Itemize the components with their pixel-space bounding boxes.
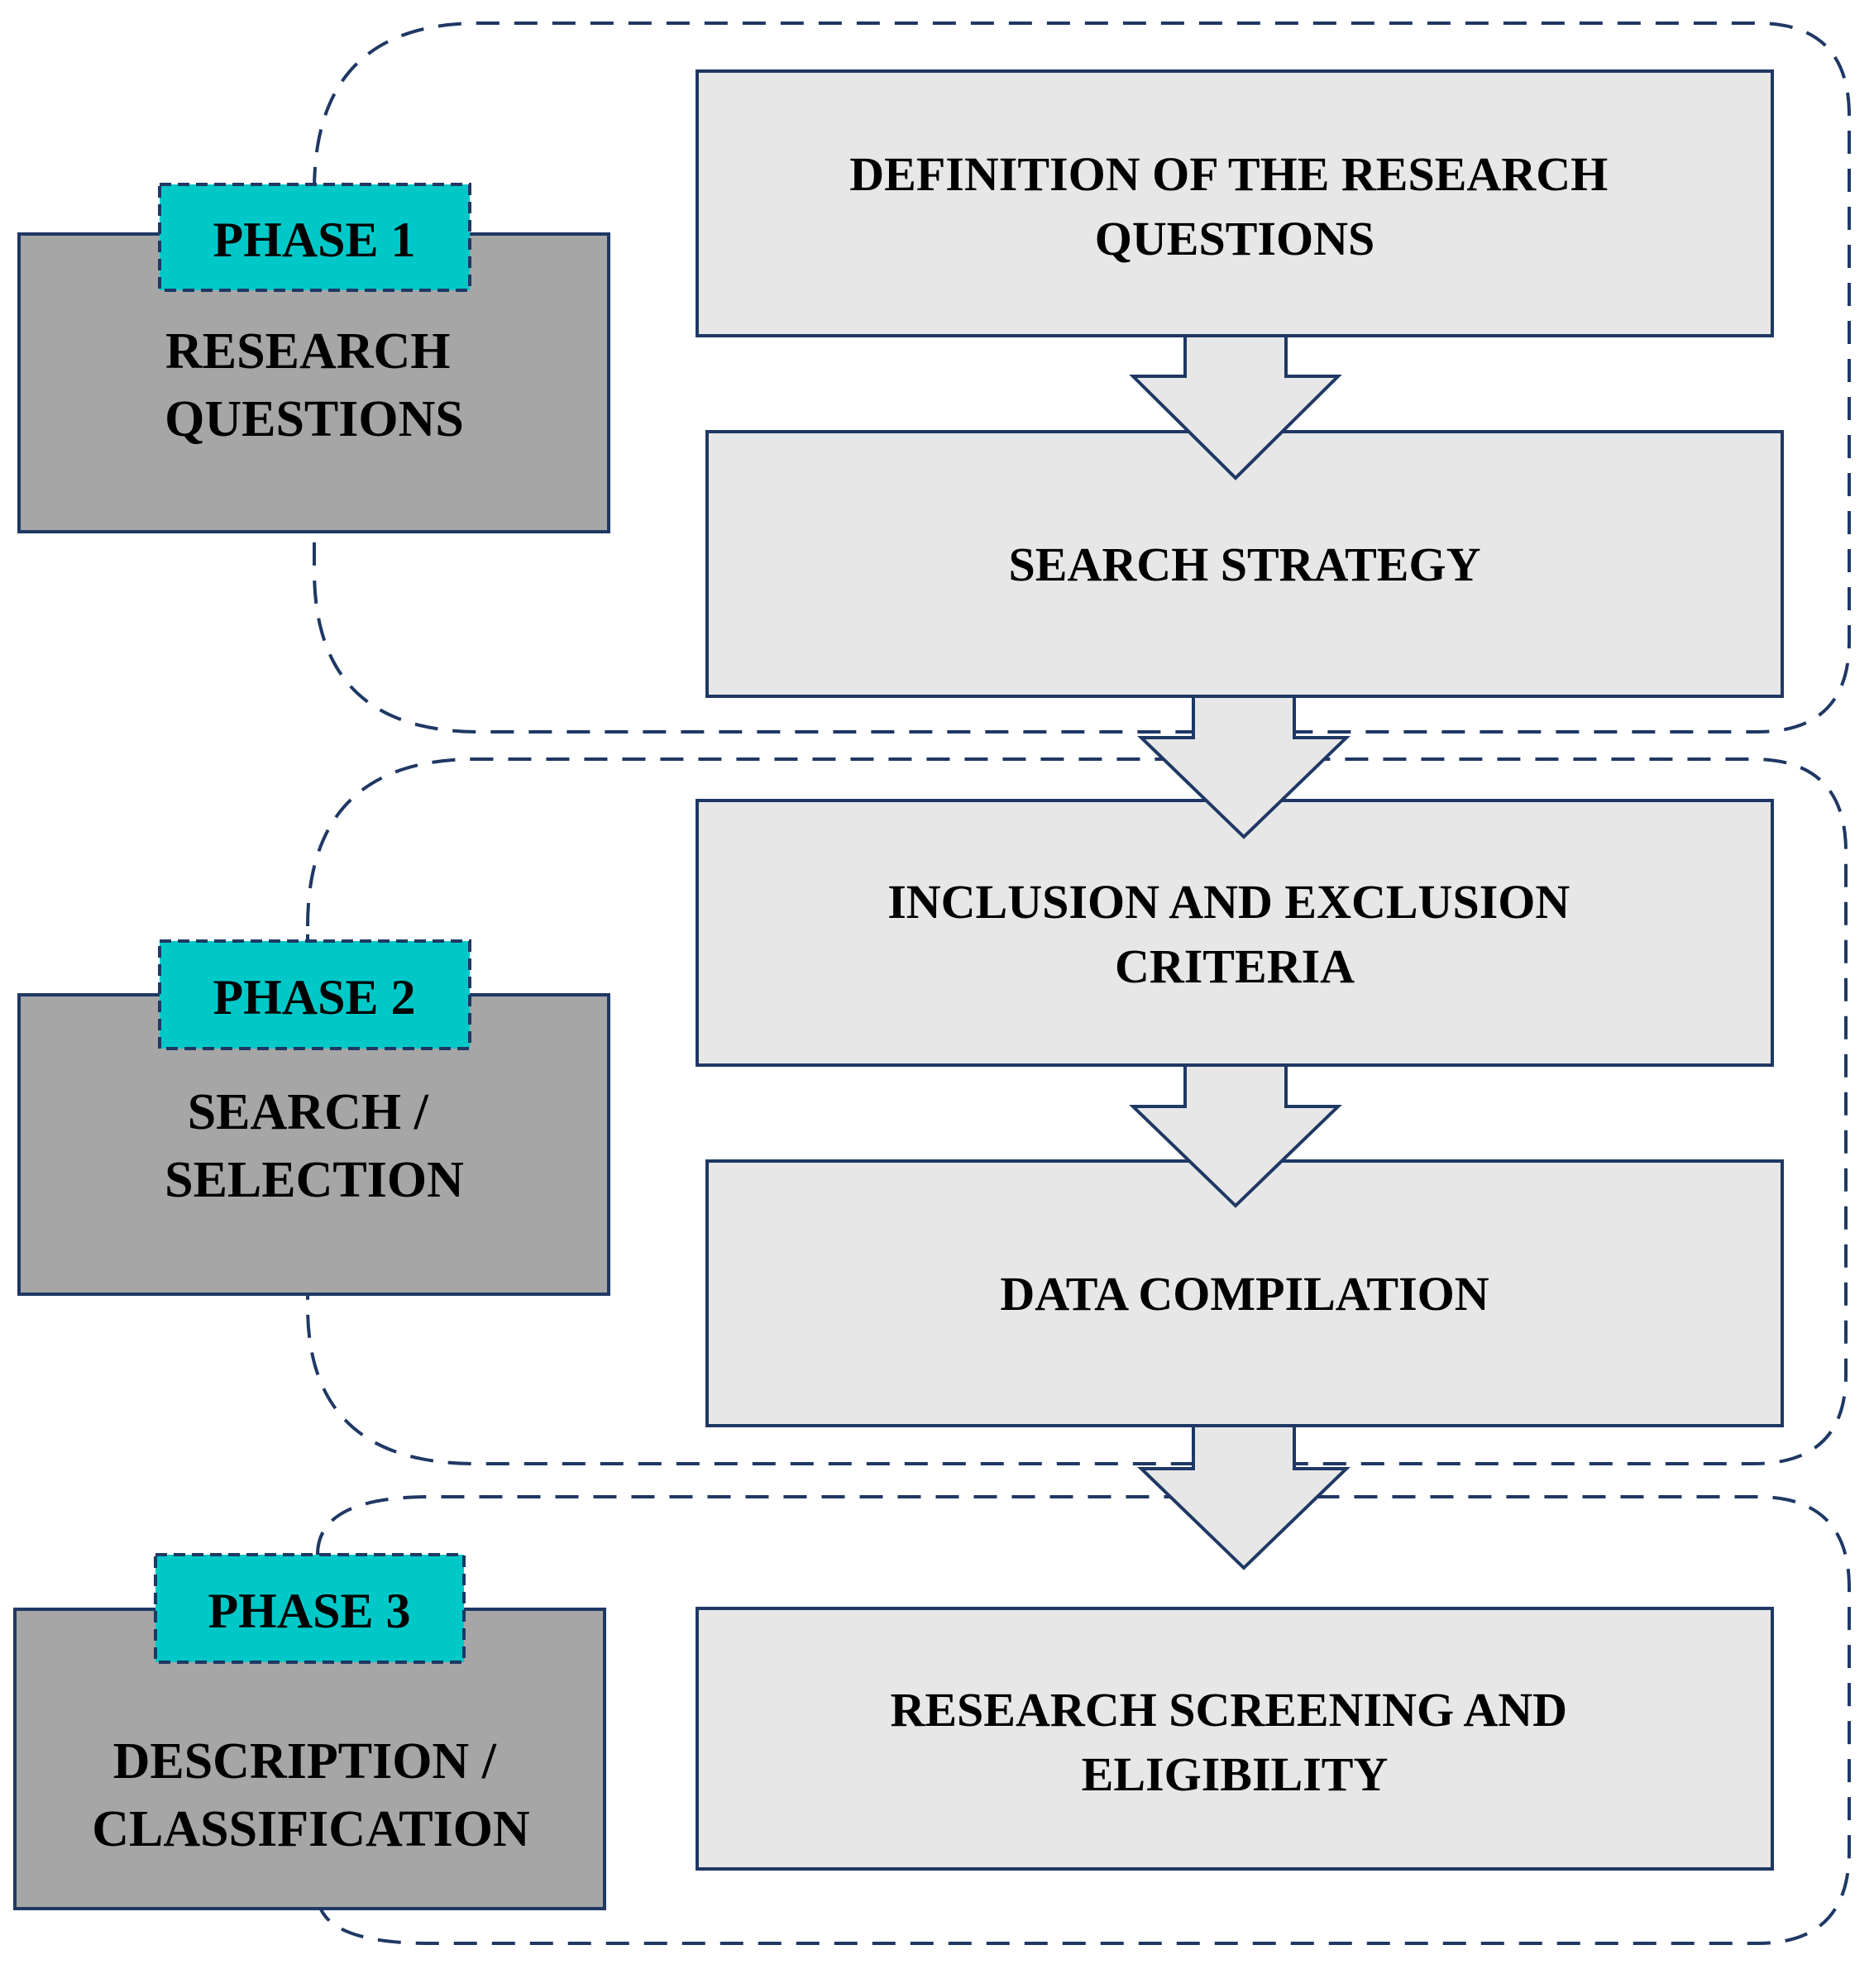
- phase-tag-3: [154, 1553, 466, 1664]
- phase-3-line-2: CLASSIFICATION: [92, 1801, 529, 1857]
- flow-arrows: [1129, 334, 1351, 1570]
- step-label-5: RESEARCH SCREENING AND ELIGIBILITY: [890, 1683, 1579, 1801]
- phase-1-line-1: RESEARCH: [165, 323, 451, 380]
- step-labels: DEFINITION OF THE RESEARCH QUESTIONS SEA…: [849, 147, 1619, 1801]
- step-1-line-1: DEFINITION OF THE RESEARCH: [849, 147, 1608, 201]
- step-label-3: INCLUSION AND EXCLUSION CRITERIA: [887, 875, 1582, 993]
- arrow-down-2: [1137, 695, 1351, 839]
- step-2-line-1: SEARCH STRATEGY: [1009, 538, 1481, 591]
- step-3-line-1: INCLUSION AND EXCLUSION: [887, 875, 1570, 929]
- arrow-down-3: [1129, 1063, 1342, 1208]
- step-box-5: [696, 1607, 1774, 1871]
- phase-2-line-1: SEARCH /: [188, 1084, 429, 1140]
- phase-tag-label-3: PHASE 3: [208, 1584, 410, 1638]
- step-box-1: [696, 69, 1774, 337]
- phase-boxes: [13, 232, 610, 1910]
- phase-2-group: [306, 757, 1848, 1465]
- step-5-line-2: ELIGIBILITY: [1082, 1747, 1389, 1801]
- phase-name-1: RESEARCH QUESTIONS: [165, 323, 464, 447]
- phase-tag-label-1: PHASE 1: [213, 213, 415, 267]
- arrow-down-4: [1137, 1424, 1351, 1570]
- arrow-down-1: [1129, 334, 1342, 480]
- step-box-3: [696, 799, 1774, 1067]
- phase-tag-labels: PHASE 1 PHASE 2 PHASE 3: [208, 213, 415, 1638]
- phase-2-line-2: SELECTION: [165, 1152, 464, 1208]
- phase-tag-1: [158, 183, 471, 292]
- step-label-1: DEFINITION OF THE RESEARCH QUESTIONS: [849, 147, 1619, 265]
- phase-1-group: [313, 22, 1851, 734]
- step-label-4: DATA COMPILATION: [1000, 1267, 1489, 1321]
- phase-3-group: [316, 1495, 1851, 1945]
- step-label-2: SEARCH STRATEGY: [1009, 538, 1481, 591]
- phase-tag-label-2: PHASE 2: [213, 970, 415, 1025]
- phase-1-line-2: QUESTIONS: [165, 391, 464, 447]
- phase-tag-2: [158, 939, 471, 1050]
- phase-tags: [154, 183, 471, 1664]
- phase-groups: [306, 22, 1851, 1945]
- flow-steps: [696, 69, 1784, 1871]
- phase-3-line-1: DESCRIPTION /: [113, 1733, 497, 1790]
- step-4-line-1: DATA COMPILATION: [1000, 1267, 1489, 1321]
- phase-names: RESEARCH QUESTIONS SEARCH / SELECTION DE…: [92, 323, 529, 1857]
- step-1-line-2: QUESTIONS: [1095, 212, 1374, 265]
- step-3-line-2: CRITERIA: [1115, 939, 1355, 993]
- step-box-4: [705, 1159, 1784, 1427]
- phase-name-2: SEARCH / SELECTION: [165, 1084, 464, 1208]
- phase-name-3: DESCRIPTION / CLASSIFICATION: [92, 1733, 529, 1857]
- step-5-line-1: RESEARCH SCREENING AND: [890, 1683, 1567, 1737]
